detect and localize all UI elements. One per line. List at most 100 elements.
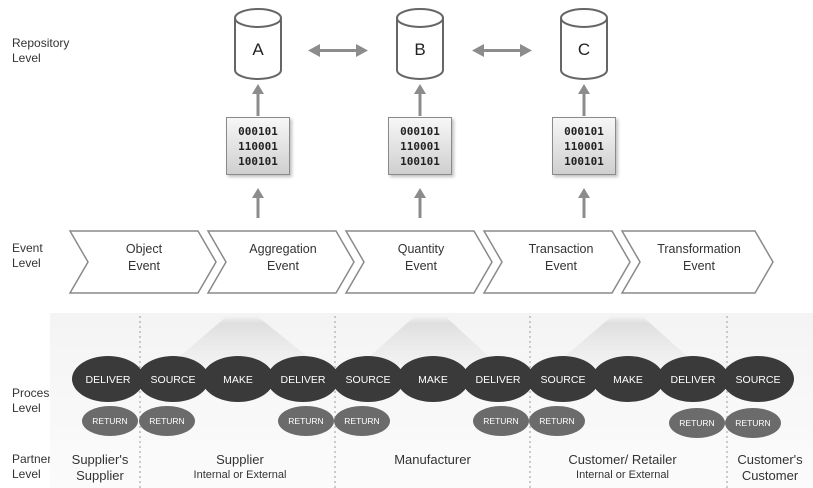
process-make-3: MAKE	[592, 356, 664, 402]
process-source-label: SOURCE	[736, 374, 781, 386]
process-deliver-label: DELIVER	[476, 374, 521, 386]
partner-customers-customer-line1: Customer's	[737, 452, 803, 467]
partner-suppliers-supplier: Supplier's Supplier	[60, 452, 140, 484]
partner-suppliers-supplier-line1: Supplier's	[71, 452, 129, 467]
repository-level-line1: Repository	[12, 36, 70, 50]
process-return-label: RETURN	[539, 416, 574, 426]
repository-level-line2: Level	[12, 51, 41, 65]
binary-line: 100101	[238, 154, 278, 168]
event-transaction-line2: Event	[545, 259, 577, 273]
process-return-label: RETURN	[288, 416, 323, 426]
event-chevron-transaction	[482, 230, 631, 294]
event-transformation-line1: Transformation	[657, 242, 741, 256]
process-fan-left	[170, 316, 318, 365]
process-return-6: RETURN	[529, 406, 585, 436]
process-source-label: SOURCE	[151, 374, 196, 386]
process-deliver-3: DELIVER	[462, 356, 534, 402]
partner-customers-customer: Customer's Customer	[730, 452, 810, 484]
repository-a-cylinder-icon: A	[234, 8, 282, 80]
partner-suppliers-supplier-line2: Supplier	[76, 468, 124, 483]
process-level-line2: Level	[12, 401, 41, 415]
repository-link-ab-arrow-icon	[308, 44, 368, 57]
process-level-label: Process Level	[12, 386, 55, 416]
process-deliver-label: DELIVER	[671, 374, 716, 386]
event-object-line1: Object	[126, 242, 163, 256]
process-make-label: MAKE	[223, 374, 253, 386]
process-deliver-1: DELIVER	[72, 356, 144, 402]
event-object-line2: Event	[128, 259, 160, 273]
binary-data-box-c: 000101 110001 100101	[552, 117, 616, 175]
partner-supplier-title: Supplier	[216, 452, 264, 467]
partner-customers-customer-line2: Customer	[741, 468, 799, 483]
repository-a-label: A	[252, 40, 264, 59]
repository-b-cylinder-icon: B	[396, 8, 444, 80]
process-deliver-label: DELIVER	[86, 374, 131, 386]
binary-line: 000101	[400, 124, 440, 138]
process-fan-right	[555, 316, 697, 365]
partner-supplier: Supplier Internal or External	[160, 452, 320, 482]
process-return-7: RETURN	[669, 408, 725, 438]
process-source-label: SOURCE	[541, 374, 586, 386]
process-return-label: RETURN	[344, 416, 379, 426]
event-chevron-transformation	[620, 230, 774, 294]
process-return-5: RETURN	[473, 406, 529, 436]
up-arrow-icon	[252, 188, 264, 218]
partner-level-label: Partner Level	[12, 452, 56, 482]
partner-supplier-subtitle: Internal or External	[193, 469, 287, 481]
event-quantity-line2: Event	[405, 259, 437, 273]
partner-customer-retailer-subtitle: Internal or External	[576, 469, 669, 481]
binary-line: 000101	[564, 124, 604, 138]
partner-customer-retailer: Customer/ Retailer Internal or External	[540, 452, 705, 482]
binary-line: 100101	[400, 154, 440, 168]
process-return-8: RETURN	[725, 408, 781, 438]
event-chevron-object	[68, 230, 217, 294]
process-deliver-label: DELIVER	[281, 374, 326, 386]
partner-level-line1: Partner	[12, 452, 52, 466]
return-ovals: RETURN RETURN RETURN RETURN RETURN RETUR…	[82, 406, 781, 438]
repository-level-label: Repository Level	[12, 36, 69, 66]
process-make-label: MAKE	[418, 374, 448, 386]
binary-line: 110001	[564, 139, 604, 153]
binary-line: 000101	[238, 124, 278, 138]
process-make-1: MAKE	[202, 356, 274, 402]
process-return-2: RETURN	[139, 406, 195, 436]
process-return-label: RETURN	[149, 416, 184, 426]
event-chevron-aggregation	[206, 230, 355, 294]
partner-manufacturer: Manufacturer	[350, 452, 515, 468]
process-level-line1: Process	[12, 386, 56, 400]
binary-line: 100101	[564, 154, 604, 168]
process-source-label: SOURCE	[346, 374, 391, 386]
process-return-label: RETURN	[92, 416, 127, 426]
process-fan-middle	[360, 316, 498, 365]
repository-link-bc-arrow-icon	[472, 44, 532, 57]
event-level-line1: Event	[12, 241, 43, 255]
process-deliver-4: DELIVER	[657, 356, 729, 402]
process-source-4: SOURCE	[722, 356, 794, 402]
up-arrow-icon	[414, 84, 426, 116]
process-return-1: RETURN	[82, 406, 138, 436]
process-source-2: SOURCE	[332, 356, 404, 402]
process-return-label: RETURN	[483, 416, 518, 426]
up-arrow-icon	[414, 188, 426, 218]
event-transformation-line2: Event	[683, 259, 715, 273]
partner-customer-retailer-title: Customer/ Retailer	[568, 452, 677, 467]
event-chevron-row	[68, 230, 774, 294]
process-return-label: RETURN	[735, 418, 770, 428]
process-return-label: RETURN	[679, 418, 714, 428]
binary-line: 110001	[400, 139, 440, 153]
process-deliver-2: DELIVER	[267, 356, 339, 402]
process-source-1: SOURCE	[137, 356, 209, 402]
event-chevron-quantity	[344, 230, 493, 294]
process-return-3: RETURN	[278, 406, 334, 436]
process-make-2: MAKE	[397, 356, 469, 402]
event-level-line2: Level	[12, 256, 41, 270]
binary-data-box-a: 000101 110001 100101	[226, 117, 290, 175]
event-aggregation-line2: Event	[267, 259, 299, 273]
up-arrow-icon	[252, 84, 264, 116]
binary-line: 110001	[238, 139, 278, 153]
event-level-label: Event Level	[12, 241, 43, 271]
repository-c-label: C	[578, 40, 590, 59]
process-source-3: SOURCE	[527, 356, 599, 402]
up-arrow-icon	[578, 188, 590, 218]
